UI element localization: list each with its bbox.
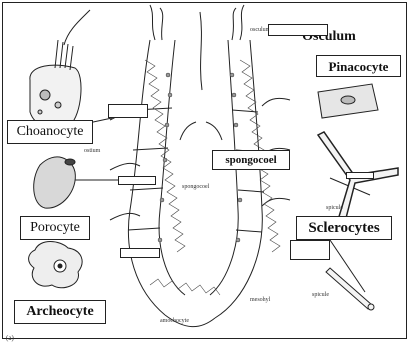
- blank-box-4: [120, 248, 160, 258]
- right-outer-wall: [215, 40, 262, 318]
- ostium-label: ostium: [84, 148, 100, 154]
- blank-box-2: [118, 176, 156, 185]
- left-inner-wall: [159, 40, 185, 295]
- spicule-drawing-bottom: [326, 268, 374, 310]
- label-spongocoel: spongocoel: [212, 150, 290, 170]
- figure-letter: (a): [6, 334, 14, 342]
- blank-box-1: [108, 104, 148, 118]
- label-porocyte: Porocyte: [20, 216, 90, 240]
- mesohyl-label: mesohyl: [250, 297, 270, 303]
- spicule-top-label: spicule: [326, 205, 343, 211]
- pinacocyte-cell-drawing: [318, 84, 378, 118]
- choanocyte-cell-drawing: [30, 10, 90, 128]
- label-choanocyte: Choanocyte: [7, 120, 93, 144]
- blank-box-osculum: [268, 24, 328, 36]
- label-pinacocyte: Pinacocyte: [316, 55, 401, 77]
- archeocyte-cell-drawing: [29, 242, 82, 288]
- spicule-bottom-label: spicule: [312, 292, 329, 298]
- porocyte-cell-drawing: [34, 157, 76, 208]
- label-archeocyte: Archeocyte: [14, 300, 106, 324]
- amoebocyte-label: amoebocyte: [160, 318, 189, 324]
- spongocoel-small-label: spongocoel: [182, 184, 209, 190]
- blank-box-3: [346, 172, 374, 179]
- blank-box-5: [290, 240, 330, 260]
- label-sclerocytes: Sclerocytes: [296, 216, 392, 240]
